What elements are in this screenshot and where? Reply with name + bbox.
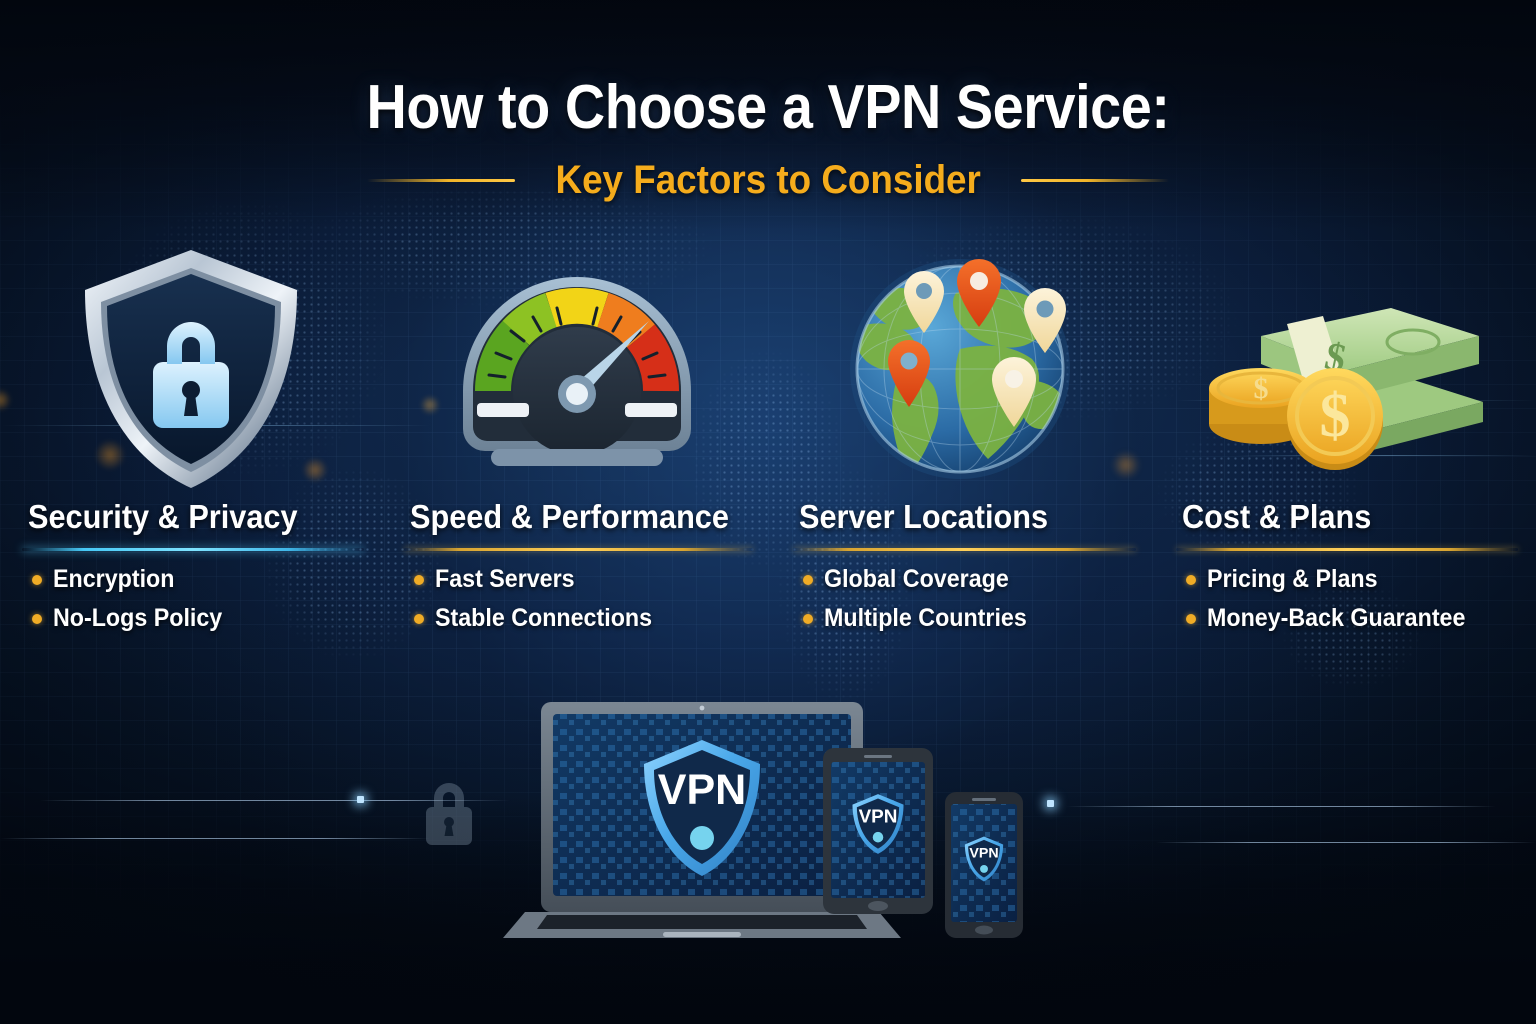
laptop-device: VPN — [503, 702, 901, 938]
list-item: Multiple Countries — [803, 604, 1135, 633]
network-line-left-1 — [40, 800, 510, 801]
globe-pins-icon — [789, 240, 1135, 498]
list-item: Money-Back Guarantee — [1185, 604, 1518, 633]
tablet-vpn-label: VPN — [859, 806, 898, 827]
map-pin-cream-1 — [904, 271, 945, 333]
network-line-right-1 — [1066, 806, 1496, 807]
bullet-label: Pricing & Plans — [1206, 565, 1378, 593]
laptop-vpn-shield-icon: VPN — [644, 740, 760, 876]
network-node-left — [357, 796, 364, 803]
column-heading: Cost & Plans — [1181, 498, 1371, 535]
device-cluster: VPN VPN — [495, 696, 1055, 946]
tablet-device: VPN — [823, 748, 933, 914]
network-node-right — [1047, 800, 1054, 807]
column-heading: Server Locations — [799, 498, 1049, 535]
bullet-dot-icon — [1185, 574, 1196, 585]
bullet-dot-icon — [414, 613, 425, 624]
column-divider — [404, 548, 754, 551]
map-pin-cream-2 — [1024, 288, 1067, 353]
list-item: Encryption — [32, 565, 364, 594]
coin-front-dollar-symbol: $ — [1319, 382, 1350, 450]
bullet-dot-icon — [803, 574, 814, 585]
bullet-label: Fast Servers — [435, 565, 575, 593]
column-bullets: Pricing & Plans Money-Back Guarantee — [1185, 565, 1518, 633]
page-title: How to Choose a VPN Service: — [366, 73, 1170, 142]
factor-column-speed: Speed & Performance Fast Servers Stable … — [382, 240, 771, 670]
subtitle-rule-left — [366, 179, 515, 182]
list-item: Pricing & Plans — [1185, 565, 1518, 594]
map-pin-cream-3 — [992, 357, 1037, 427]
column-divider — [22, 548, 365, 551]
network-line-right-2 — [1156, 842, 1536, 843]
coin-front: $ — [1286, 368, 1383, 470]
bullet-label: Encryption — [53, 565, 175, 593]
bullet-label: Multiple Countries — [824, 604, 1028, 632]
list-item: Fast Servers — [414, 565, 753, 594]
speedometer-icon — [400, 240, 753, 498]
factor-column-security: Security & Privacy Encryption No-Logs Po… — [0, 240, 382, 670]
lock-watermark-icon — [420, 779, 478, 849]
network-line-left-2 — [0, 838, 430, 839]
bullet-dot-icon — [803, 613, 814, 624]
bullet-label: Global Coverage — [824, 565, 1010, 593]
column-divider — [793, 548, 1136, 551]
subtitle-row: Key Factors to Consider — [0, 158, 1536, 203]
bullet-label: Stable Connections — [435, 604, 653, 632]
factor-column-cost: $ $ $ — [1154, 240, 1536, 670]
map-pin-red-2 — [888, 340, 931, 407]
column-heading: Security & Privacy — [28, 498, 298, 535]
factor-column-locations: Server Locations Global Coverage Multipl… — [771, 240, 1153, 670]
column-heading: Speed & Performance — [410, 498, 730, 535]
column-divider — [1175, 548, 1518, 551]
list-item: No-Logs Policy — [32, 604, 364, 633]
phone-vpn-shield-icon: VPN — [964, 836, 1004, 882]
column-bullets: Global Coverage Multiple Countries — [803, 565, 1135, 633]
money-cash-coins-icon: $ $ $ — [1172, 240, 1518, 498]
shield-lock-icon — [18, 240, 364, 498]
tablet-vpn-shield-icon: VPN — [852, 794, 904, 854]
column-bullets: Fast Servers Stable Connections — [414, 565, 753, 633]
column-bullets: Encryption No-Logs Policy — [32, 565, 364, 633]
map-pin-red-1 — [957, 259, 1002, 327]
bullet-dot-icon — [414, 574, 425, 585]
bullet-dot-icon — [32, 613, 42, 624]
phone-vpn-label: VPN — [969, 846, 998, 862]
list-item: Global Coverage — [803, 565, 1135, 594]
bullet-dot-icon — [1185, 613, 1196, 624]
factor-columns: Security & Privacy Encryption No-Logs Po… — [0, 240, 1536, 670]
bullet-dot-icon — [32, 574, 42, 585]
laptop-vpn-label: VPN — [658, 766, 746, 814]
coin-dollar-symbol: $ — [1253, 372, 1268, 405]
bullet-label: Money-Back Guarantee — [1206, 604, 1466, 632]
bullet-label: No-Logs Policy — [53, 604, 223, 632]
list-item: Stable Connections — [414, 604, 753, 633]
page-subtitle: Key Factors to Consider — [555, 158, 981, 202]
subtitle-rule-right — [1021, 179, 1170, 182]
phone-device: VPN — [945, 792, 1023, 938]
